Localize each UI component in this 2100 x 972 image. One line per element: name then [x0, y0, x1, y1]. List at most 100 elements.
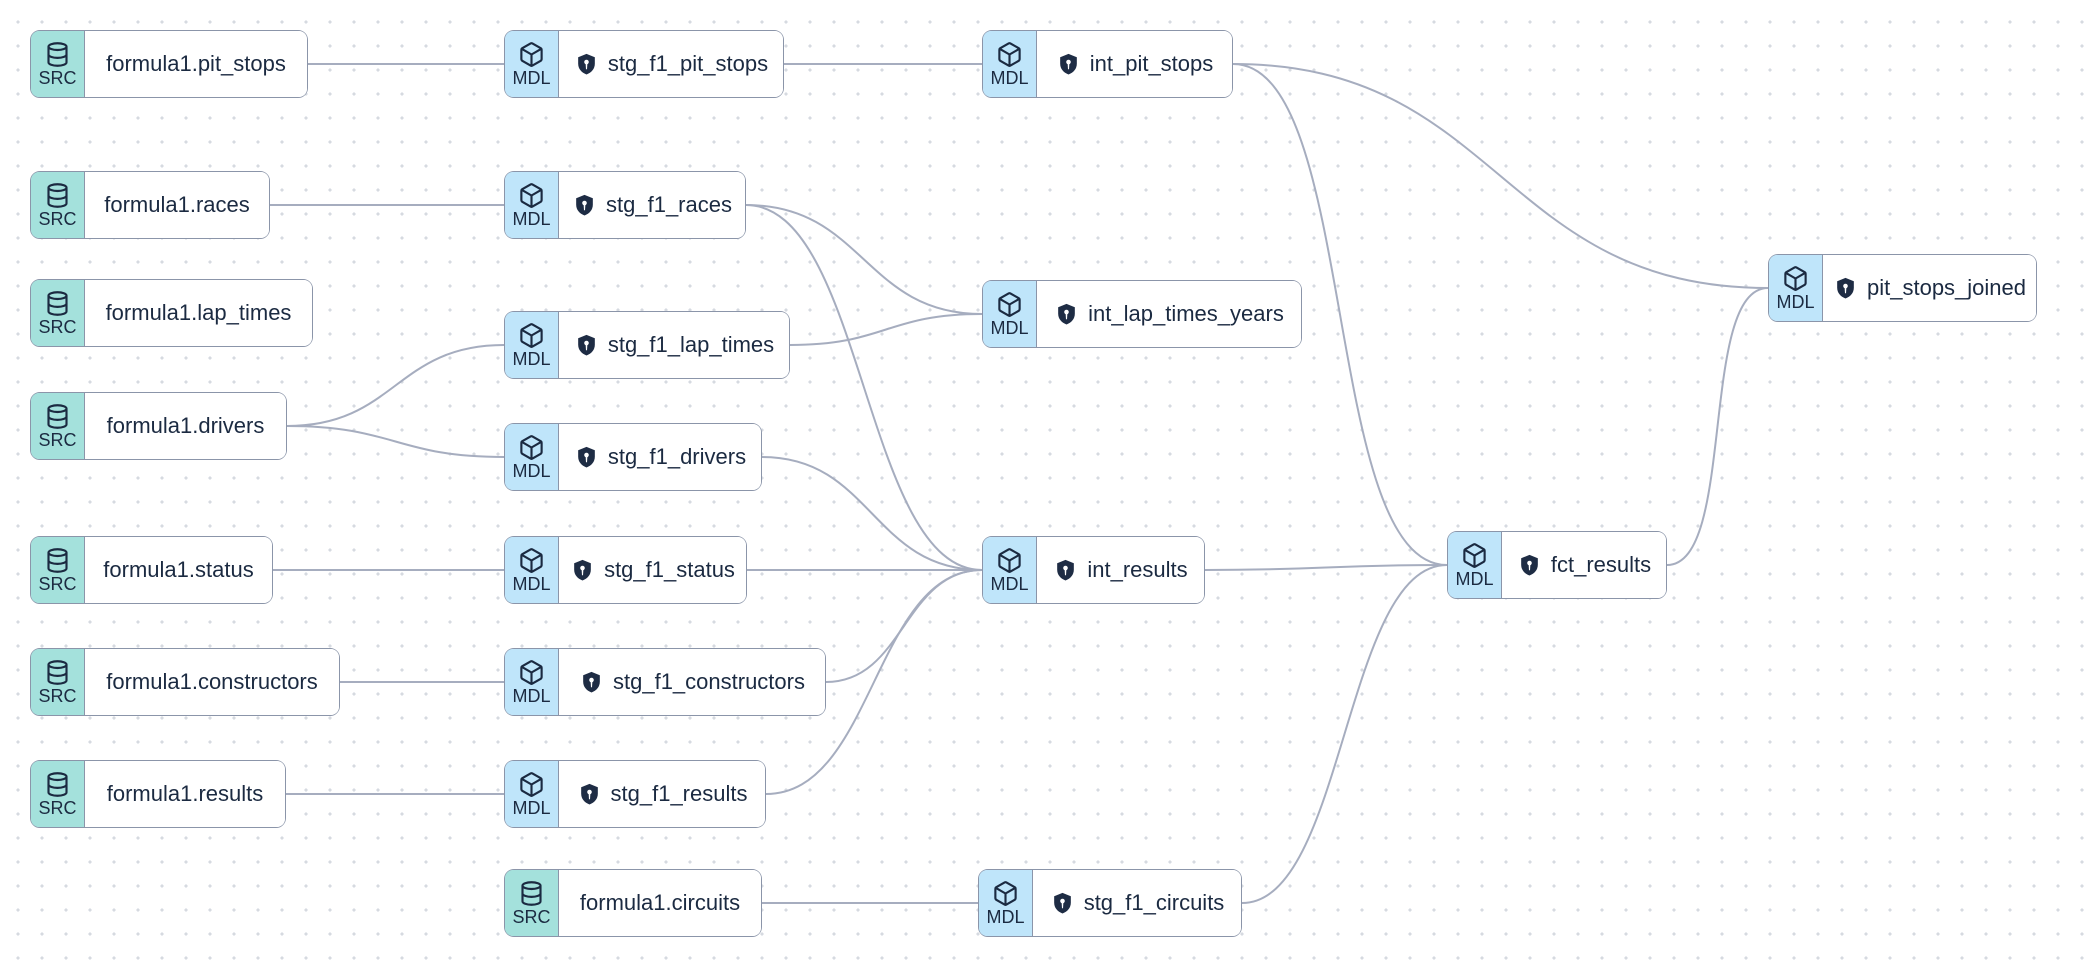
shield-icon: [1053, 892, 1071, 913]
graph-node-int_pit_stops[interactable]: MDL int_pit_stops: [982, 30, 1233, 98]
graph-node-stg_f1_constructors[interactable]: MDL stg_f1_constructors: [504, 648, 826, 716]
graph-node-src_status[interactable]: SRC formula1.status: [30, 536, 273, 604]
node-label: formula1.constructors: [106, 669, 318, 694]
node-body: formula1.lap_times: [85, 280, 312, 346]
model-badge: MDL: [505, 537, 559, 603]
graph-node-stg_f1_pit_stops[interactable]: MDL stg_f1_pit_stops: [504, 30, 784, 98]
source-badge: SRC: [31, 393, 85, 459]
graph-node-stg_f1_races[interactable]: MDL stg_f1_races: [504, 171, 746, 239]
model-badge: MDL: [983, 31, 1037, 97]
graph-node-pit_stops_joined[interactable]: MDL pit_stops_joined: [1768, 254, 2037, 322]
badge-label: MDL: [512, 349, 551, 369]
graph-node-fct_results[interactable]: MDL fct_results: [1447, 531, 1667, 599]
node-body: formula1.constructors: [85, 649, 339, 715]
cube-icon: [998, 42, 1021, 67]
node-body: int_pit_stops: [1037, 31, 1232, 97]
node-label: stg_f1_drivers: [607, 444, 747, 469]
graph-node-src_pit_stops[interactable]: SRC formula1.pit_stops: [30, 30, 308, 98]
cube-icon: [1784, 266, 1807, 291]
graph-node-stg_f1_status[interactable]: MDL stg_f1_status: [504, 536, 747, 604]
model-badge: MDL: [505, 31, 559, 97]
badge-label: MDL: [512, 68, 551, 88]
cube-icon: [520, 435, 543, 460]
node-label: pit_stops_joined: [1867, 275, 2027, 300]
node-label: stg_f1_lap_times: [607, 332, 775, 357]
shield-icon: [1057, 559, 1075, 580]
cube-icon: [1463, 543, 1486, 568]
badge-label: SRC: [38, 430, 77, 450]
cube-icon: [998, 292, 1021, 317]
graph-node-src_drivers[interactable]: SRC formula1.drivers: [30, 392, 287, 460]
cube-icon: [520, 42, 543, 67]
node-body: stg_f1_lap_times: [559, 312, 789, 378]
node-body: formula1.races: [85, 172, 269, 238]
graph-node-stg_f1_lap_times[interactable]: MDL stg_f1_lap_times: [504, 311, 790, 379]
source-badge: SRC: [31, 649, 85, 715]
badge-label: SRC: [512, 907, 551, 927]
badge-label: MDL: [512, 574, 551, 594]
shield-icon: [574, 559, 591, 580]
edge-stg_f1_lap_times-to-int_lap_times_years: [789, 313, 983, 346]
node-label: stg_f1_pit_stops: [607, 51, 769, 76]
node-body: pit_stops_joined: [1823, 255, 2037, 321]
graph-node-src_constructors[interactable]: SRC formula1.constructors: [30, 648, 340, 716]
shield-icon: [1521, 554, 1538, 575]
node-body: stg_f1_races: [559, 172, 745, 238]
node-label: formula1.drivers: [106, 413, 265, 438]
badge-label: SRC: [38, 686, 77, 706]
badge-label: MDL: [512, 209, 551, 229]
graph-node-src_results[interactable]: SRC formula1.results: [30, 760, 286, 828]
model-badge: MDL: [505, 312, 559, 378]
badge-label: MDL: [512, 798, 551, 818]
model-badge: MDL: [983, 281, 1037, 347]
graph-node-int_lap_times_years[interactable]: MDL int_lap_times_years: [982, 280, 1302, 348]
model-badge: MDL: [505, 172, 559, 238]
graph-node-int_results[interactable]: MDL int_results: [982, 536, 1205, 604]
database-icon: [47, 42, 68, 67]
node-body: formula1.pit_stops: [85, 31, 307, 97]
graph-node-stg_f1_drivers[interactable]: MDL stg_f1_drivers: [504, 423, 762, 491]
graph-node-stg_f1_results[interactable]: MDL stg_f1_results: [504, 760, 766, 828]
database-icon: [47, 772, 68, 797]
cube-icon: [520, 660, 543, 685]
shield-icon: [576, 194, 593, 215]
node-body: stg_f1_circuits: [1033, 870, 1241, 936]
model-badge: MDL: [983, 537, 1037, 603]
edge-src_drivers-to-stg_f1_lap_times: [286, 344, 505, 427]
source-badge: SRC: [31, 761, 85, 827]
node-label: formula1.status: [103, 557, 254, 582]
shield-icon: [577, 334, 595, 355]
database-icon: [47, 404, 68, 429]
database-icon: [521, 881, 542, 906]
node-label: formula1.races: [104, 192, 250, 217]
edge-stg_f1_drivers-to-int_results: [761, 456, 983, 571]
model-badge: MDL: [505, 649, 559, 715]
node-body: stg_f1_constructors: [559, 649, 825, 715]
node-body: formula1.results: [85, 761, 285, 827]
node-label: formula1.results: [106, 781, 264, 806]
source-badge: SRC: [31, 31, 85, 97]
model-badge: MDL: [979, 870, 1033, 936]
node-label: int_pit_stops: [1089, 51, 1214, 76]
badge-label: SRC: [38, 68, 77, 88]
cube-icon: [994, 881, 1017, 906]
edge-stg_f1_results-to-int_results: [765, 569, 983, 795]
node-body: stg_f1_pit_stops: [559, 31, 783, 97]
badge-label: SRC: [38, 574, 77, 594]
edge-int_pit_stops-to-pit_stops_joined: [1232, 63, 1769, 289]
badge-label: MDL: [990, 318, 1029, 338]
database-icon: [47, 183, 68, 208]
graph-node-stg_f1_circuits[interactable]: MDL stg_f1_circuits: [978, 869, 1242, 937]
database-icon: [47, 660, 68, 685]
node-body: int_lap_times_years: [1037, 281, 1301, 347]
shield-icon: [580, 783, 598, 804]
node-label: stg_f1_results: [610, 781, 748, 806]
node-label: int_lap_times_years: [1088, 301, 1284, 326]
node-body: formula1.drivers: [85, 393, 286, 459]
cube-icon: [520, 183, 543, 208]
edge-int_results-to-fct_results: [1204, 564, 1448, 571]
